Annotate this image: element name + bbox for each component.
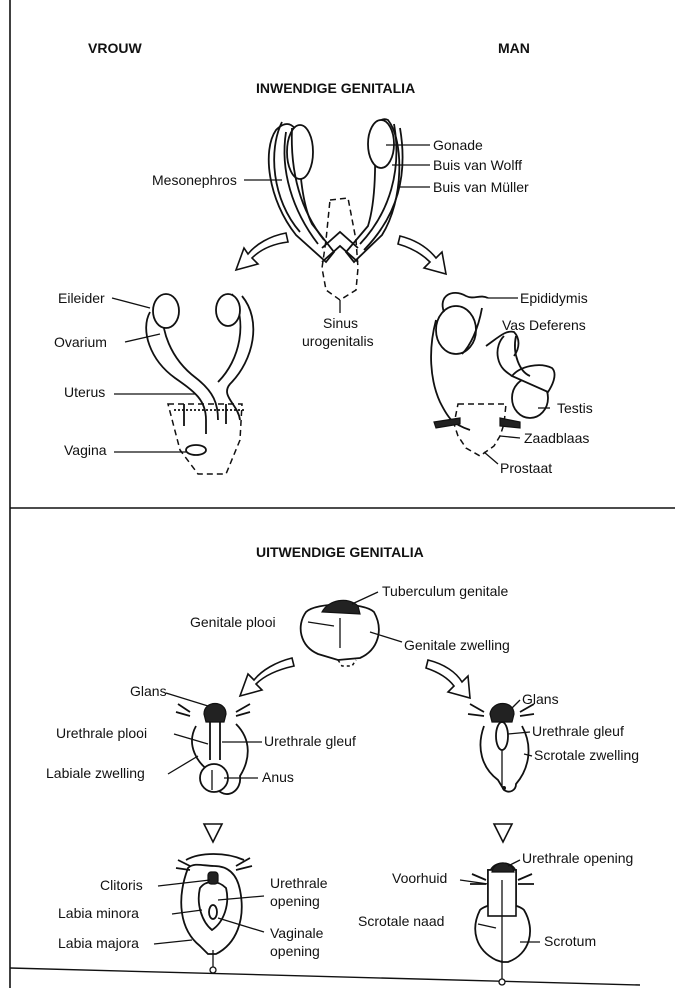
label-vas-deferens: Vas Deferens	[502, 317, 586, 333]
label-male-urethrale-opening: Urethrale opening	[522, 850, 633, 866]
label-voorhuid: Voorhuid	[392, 870, 447, 886]
header-vrouw: VROUW	[88, 40, 142, 56]
arrow-to-male-internal	[398, 236, 446, 274]
arrow-to-female-internal	[236, 233, 288, 270]
label-tuberculum-genitale: Tuberculum genitale	[382, 583, 509, 599]
undifferentiated-external-drawing	[301, 600, 379, 666]
label-labiale-zwelling: Labiale zwelling	[46, 765, 145, 781]
label-scrotale-zwelling: Scrotale zwelling	[534, 747, 639, 763]
internal-title: INWENDIGE GENITALIA	[256, 80, 415, 96]
label-scrotum: Scrotum	[544, 933, 596, 949]
label-eileider: Eileider	[58, 290, 105, 306]
label-female-urethrale-gleuf: Urethrale gleuf	[264, 733, 356, 749]
arrow-to-male-external	[426, 660, 470, 698]
label-labia-majora: Labia majora	[58, 935, 139, 951]
label-prostaat: Prostaat	[500, 460, 552, 476]
label-zaadblaas: Zaadblaas	[524, 430, 589, 446]
label-urethrale-opening-line2: opening	[270, 893, 320, 909]
label-uterus: Uterus	[64, 384, 105, 400]
arrow-to-female-external	[240, 658, 294, 696]
label-mesonephros: Mesonephros	[152, 172, 237, 188]
label-vagina: Vagina	[64, 442, 107, 458]
label-sinus-line1: Sinus	[323, 315, 358, 331]
male-mid-external-drawing	[468, 704, 534, 792]
label-buis-van-wolff: Buis van Wolff	[433, 157, 522, 173]
label-labia-minora: Labia minora	[58, 905, 139, 921]
label-gonade: Gonade	[433, 137, 483, 153]
label-genitale-plooi: Genitale plooi	[190, 614, 276, 630]
female-internal-drawing	[146, 294, 253, 474]
label-ovarium: Ovarium	[54, 334, 107, 350]
label-female-glans: Glans	[130, 683, 167, 699]
undifferentiated-internal-drawing	[269, 119, 403, 300]
arrow-down-male	[494, 824, 512, 842]
external-title: UITWENDIGE GENITALIA	[256, 544, 424, 560]
label-clitoris: Clitoris	[100, 877, 143, 893]
label-vaginale-opening-line1: Vaginale	[270, 925, 324, 941]
label-anus: Anus	[262, 769, 294, 785]
label-genitale-zwelling: Genitale zwelling	[404, 637, 510, 653]
label-sinus-line2: urogenitalis	[302, 333, 374, 349]
label-urethrale-plooi: Urethrale plooi	[56, 725, 147, 741]
frame	[10, 0, 675, 988]
label-epididymis: Epididymis	[520, 290, 588, 306]
female-bottom-external-drawing	[176, 854, 252, 973]
label-male-glans: Glans	[522, 691, 559, 707]
female-internal-leaders	[112, 298, 196, 452]
female-mid-external-drawing	[176, 704, 250, 795]
label-male-urethrale-gleuf: Urethrale gleuf	[532, 723, 624, 739]
label-testis: Testis	[557, 400, 593, 416]
label-scrotale-naad: Scrotale naad	[358, 913, 444, 929]
label-urethrale-opening-line1: Urethrale	[270, 875, 328, 891]
label-vaginale-opening-line2: opening	[270, 943, 320, 959]
arrow-down-female	[204, 824, 222, 842]
undifferentiated-external-leaders	[308, 592, 402, 642]
header-man: MAN	[498, 40, 530, 56]
label-buis-van-muller: Buis van Müller	[433, 179, 529, 195]
